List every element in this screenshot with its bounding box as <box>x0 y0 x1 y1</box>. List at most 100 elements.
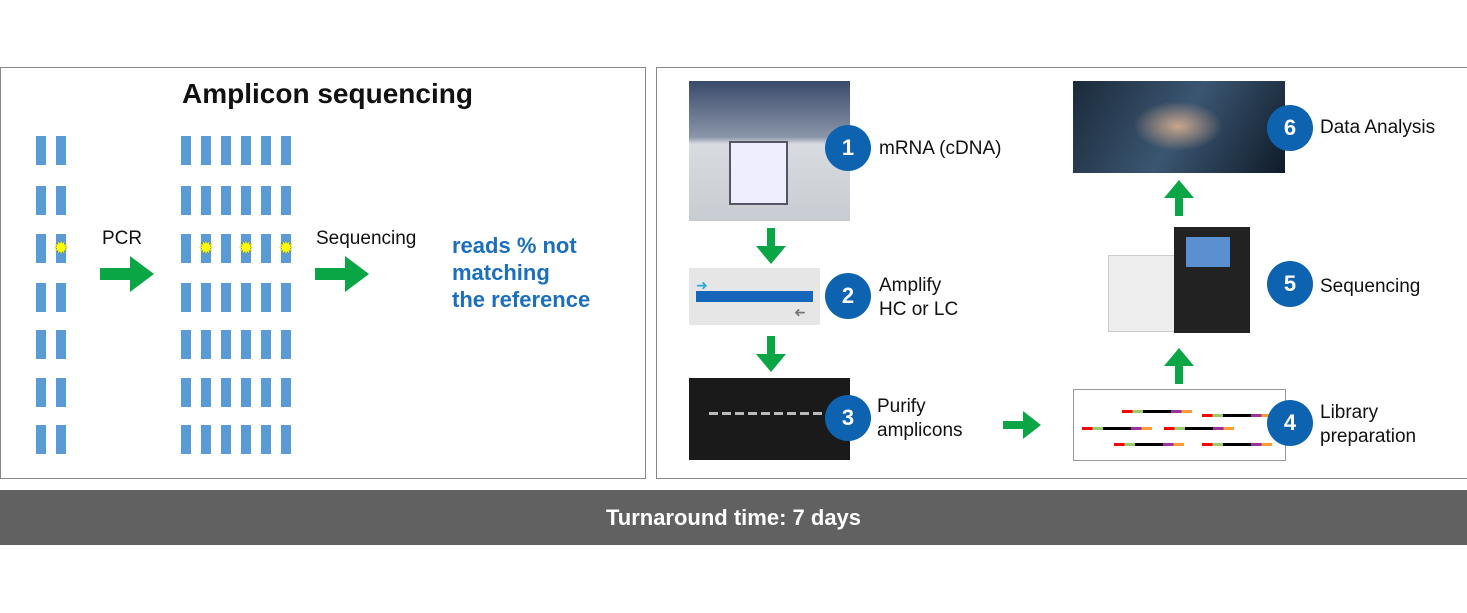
amplicon-bar <box>201 378 211 407</box>
amplicon-bar <box>36 425 46 454</box>
pcr-arrow-icon <box>100 256 154 292</box>
library-image <box>1073 389 1286 461</box>
result-text: reads % not matching the reference <box>452 232 590 313</box>
amplicon-bar <box>261 425 271 454</box>
amplicon-bar <box>36 283 46 312</box>
amplicon-bar <box>281 186 291 215</box>
amplicon-bar <box>56 425 66 454</box>
amplicon-bar <box>241 425 251 454</box>
step-1-number: 1 <box>825 125 871 171</box>
instrument-image <box>689 81 850 221</box>
step-line: Data Analysis <box>1320 117 1436 138</box>
amplicon-bar <box>261 186 271 215</box>
step-line: preparation <box>1320 426 1417 447</box>
step-3-label: Purify amplicons <box>877 395 963 443</box>
pcr-label: PCR <box>102 228 143 249</box>
amplicon-bar <box>181 186 191 215</box>
arrow-up-icon <box>1164 348 1194 384</box>
amplicon-bar <box>241 234 251 263</box>
mutation-star-icon: ✹ <box>198 238 214 258</box>
amplicon-bar <box>221 186 231 215</box>
amplicon-bar <box>181 234 191 263</box>
step-3-number: 3 <box>825 395 871 441</box>
amplicon-bar <box>201 425 211 454</box>
amplicon-bar <box>241 136 251 165</box>
arrow-up-icon <box>1164 180 1194 216</box>
amplicon-bar <box>261 234 271 263</box>
step-line: Sequencing <box>1320 276 1421 297</box>
step-line: Purify <box>877 396 926 417</box>
amplicon-bar <box>201 330 211 359</box>
step-1-label: mRNA (cDNA) <box>879 137 1001 161</box>
amplicon-bar <box>201 234 211 263</box>
amplicon-bar <box>221 425 231 454</box>
amplicon-bar <box>56 136 66 165</box>
amplicon-bar <box>281 378 291 407</box>
gel-image <box>689 378 850 460</box>
arrow-down-icon <box>756 336 786 372</box>
amplicon-bar <box>221 234 231 263</box>
amplicon-bar <box>221 136 231 165</box>
amplicon-bar <box>241 186 251 215</box>
step-2-label: Amplify HC or LC <box>879 274 958 322</box>
amplicon-bar <box>36 378 46 407</box>
step-4-label: Library preparation <box>1320 401 1416 449</box>
footer-bar: Turnaround time: 7 days <box>0 490 1467 545</box>
amplicon-bar <box>281 136 291 165</box>
amplicon-bar <box>56 330 66 359</box>
amplicon-bar <box>281 283 291 312</box>
arrow-right-icon <box>1003 411 1041 439</box>
result-line: reads % not <box>452 233 577 258</box>
amplicon-bar <box>181 425 191 454</box>
step-line: Amplify <box>879 275 942 296</box>
step-4-number: 4 <box>1267 400 1313 446</box>
amplicon-bar <box>181 378 191 407</box>
amplicon-bar <box>56 186 66 215</box>
amplicon-bar <box>241 283 251 312</box>
step-6-number: 6 <box>1267 105 1313 151</box>
amplicon-bar <box>221 378 231 407</box>
panel-title: Amplicon sequencing <box>182 78 473 109</box>
mutation-star-icon: ✹ <box>238 238 254 258</box>
amplicon-bar <box>261 283 271 312</box>
amplicon-bar <box>36 330 46 359</box>
amplicon-bar <box>281 234 291 263</box>
amplicon-bar <box>201 186 211 215</box>
sequencing-label: Sequencing <box>316 228 417 249</box>
amplicon-bar <box>241 330 251 359</box>
step-5-label: Sequencing <box>1320 275 1420 299</box>
amplicon-bar <box>36 136 46 165</box>
amplicon-bar <box>181 136 191 165</box>
amplicon-bar <box>56 283 66 312</box>
amplicon-bar <box>56 234 66 263</box>
amplicon-bar <box>281 425 291 454</box>
data-analysis-image <box>1073 81 1285 173</box>
amplicon-bar <box>241 378 251 407</box>
amplicon-bar <box>261 136 271 165</box>
amplicon-bar <box>221 283 231 312</box>
sequencing-arrow-icon <box>315 256 369 292</box>
step-5-number: 5 <box>1267 261 1313 307</box>
amplicon-bar <box>201 136 211 165</box>
step-2-number: 2 <box>825 273 871 319</box>
amplicon-bar <box>261 330 271 359</box>
step-line: mRNA (cDNA) <box>879 138 1002 159</box>
step-line: Library <box>1320 402 1379 423</box>
amplicon-bar <box>181 283 191 312</box>
amplicon-bar <box>281 330 291 359</box>
turnaround-time: Turnaround time: 7 days <box>605 504 862 530</box>
primer-image: ➜ ➜ <box>689 268 820 325</box>
amplicon-bar <box>181 330 191 359</box>
amplicon-bar <box>36 186 46 215</box>
mutation-star-icon: ✹ <box>278 238 294 258</box>
amplicon-bar <box>56 378 66 407</box>
step-6-label: Data Analysis <box>1320 116 1435 140</box>
sequencer-image <box>1108 225 1250 335</box>
step-line: HC or LC <box>879 299 959 320</box>
arrow-down-icon <box>756 228 786 264</box>
amplicon-bar <box>36 234 46 263</box>
amplicon-bar <box>221 330 231 359</box>
step-line: amplicons <box>877 420 963 441</box>
mutation-star-icon: ✹ <box>53 238 69 258</box>
amplicon-bar <box>201 283 211 312</box>
